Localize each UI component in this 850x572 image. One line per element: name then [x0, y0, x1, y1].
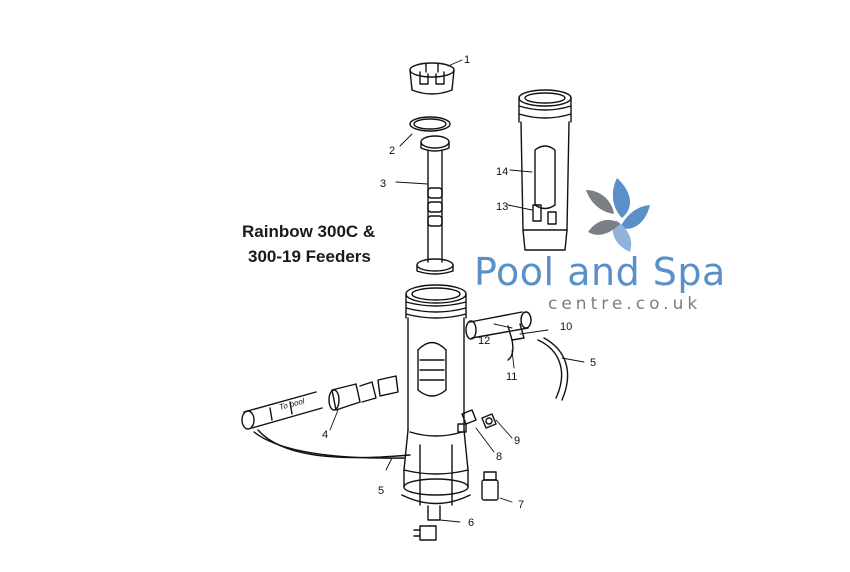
callout-4: 4 [322, 429, 328, 441]
callout-5-left: 5 [378, 485, 384, 497]
part-7-bottle [481, 471, 499, 501]
callout-13: 13 [496, 201, 508, 213]
feeder-body [401, 284, 471, 506]
callout-2: 2 [389, 145, 395, 157]
callout-1: 1 [464, 54, 470, 66]
part-5-tubing-left [257, 429, 411, 459]
part-6-drain-fitting [413, 505, 441, 541]
part-4-check-valve [241, 375, 405, 459]
diagram-title-line-2: 300-19 Feeders [248, 247, 371, 266]
callout-12: 12 [478, 335, 490, 347]
part-1-lock-ring [409, 62, 455, 95]
part-3-cartridge [416, 135, 454, 275]
callout-14: 14 [496, 166, 508, 178]
brand-name: Pool and Spa [474, 250, 726, 294]
callout-8: 8 [496, 451, 502, 463]
callout-7: 7 [518, 499, 524, 511]
brand-subtitle: centre.co.uk [548, 294, 702, 314]
part-9-fitting [481, 413, 497, 429]
to-pool-label: To pool [278, 396, 306, 411]
part-10-12-inline-tee [465, 311, 532, 361]
callout-3: 3 [380, 178, 386, 190]
callout-5-right: 5 [590, 357, 596, 369]
brand-logo-icon [586, 178, 650, 252]
part-2-o-ring [409, 116, 451, 132]
callout-6: 6 [468, 517, 474, 529]
part-5-tubing-right [537, 337, 569, 401]
part-8-fitting [457, 409, 477, 433]
part-14-tube-assembly [518, 89, 572, 251]
leader-lines [329, 59, 585, 523]
callout-10: 10 [560, 321, 572, 333]
diagram-title-line-1: Rainbow 300C & [242, 222, 376, 241]
part-13-sensor [532, 204, 557, 225]
callout-9: 9 [514, 435, 520, 447]
callout-11: 11 [506, 371, 517, 383]
